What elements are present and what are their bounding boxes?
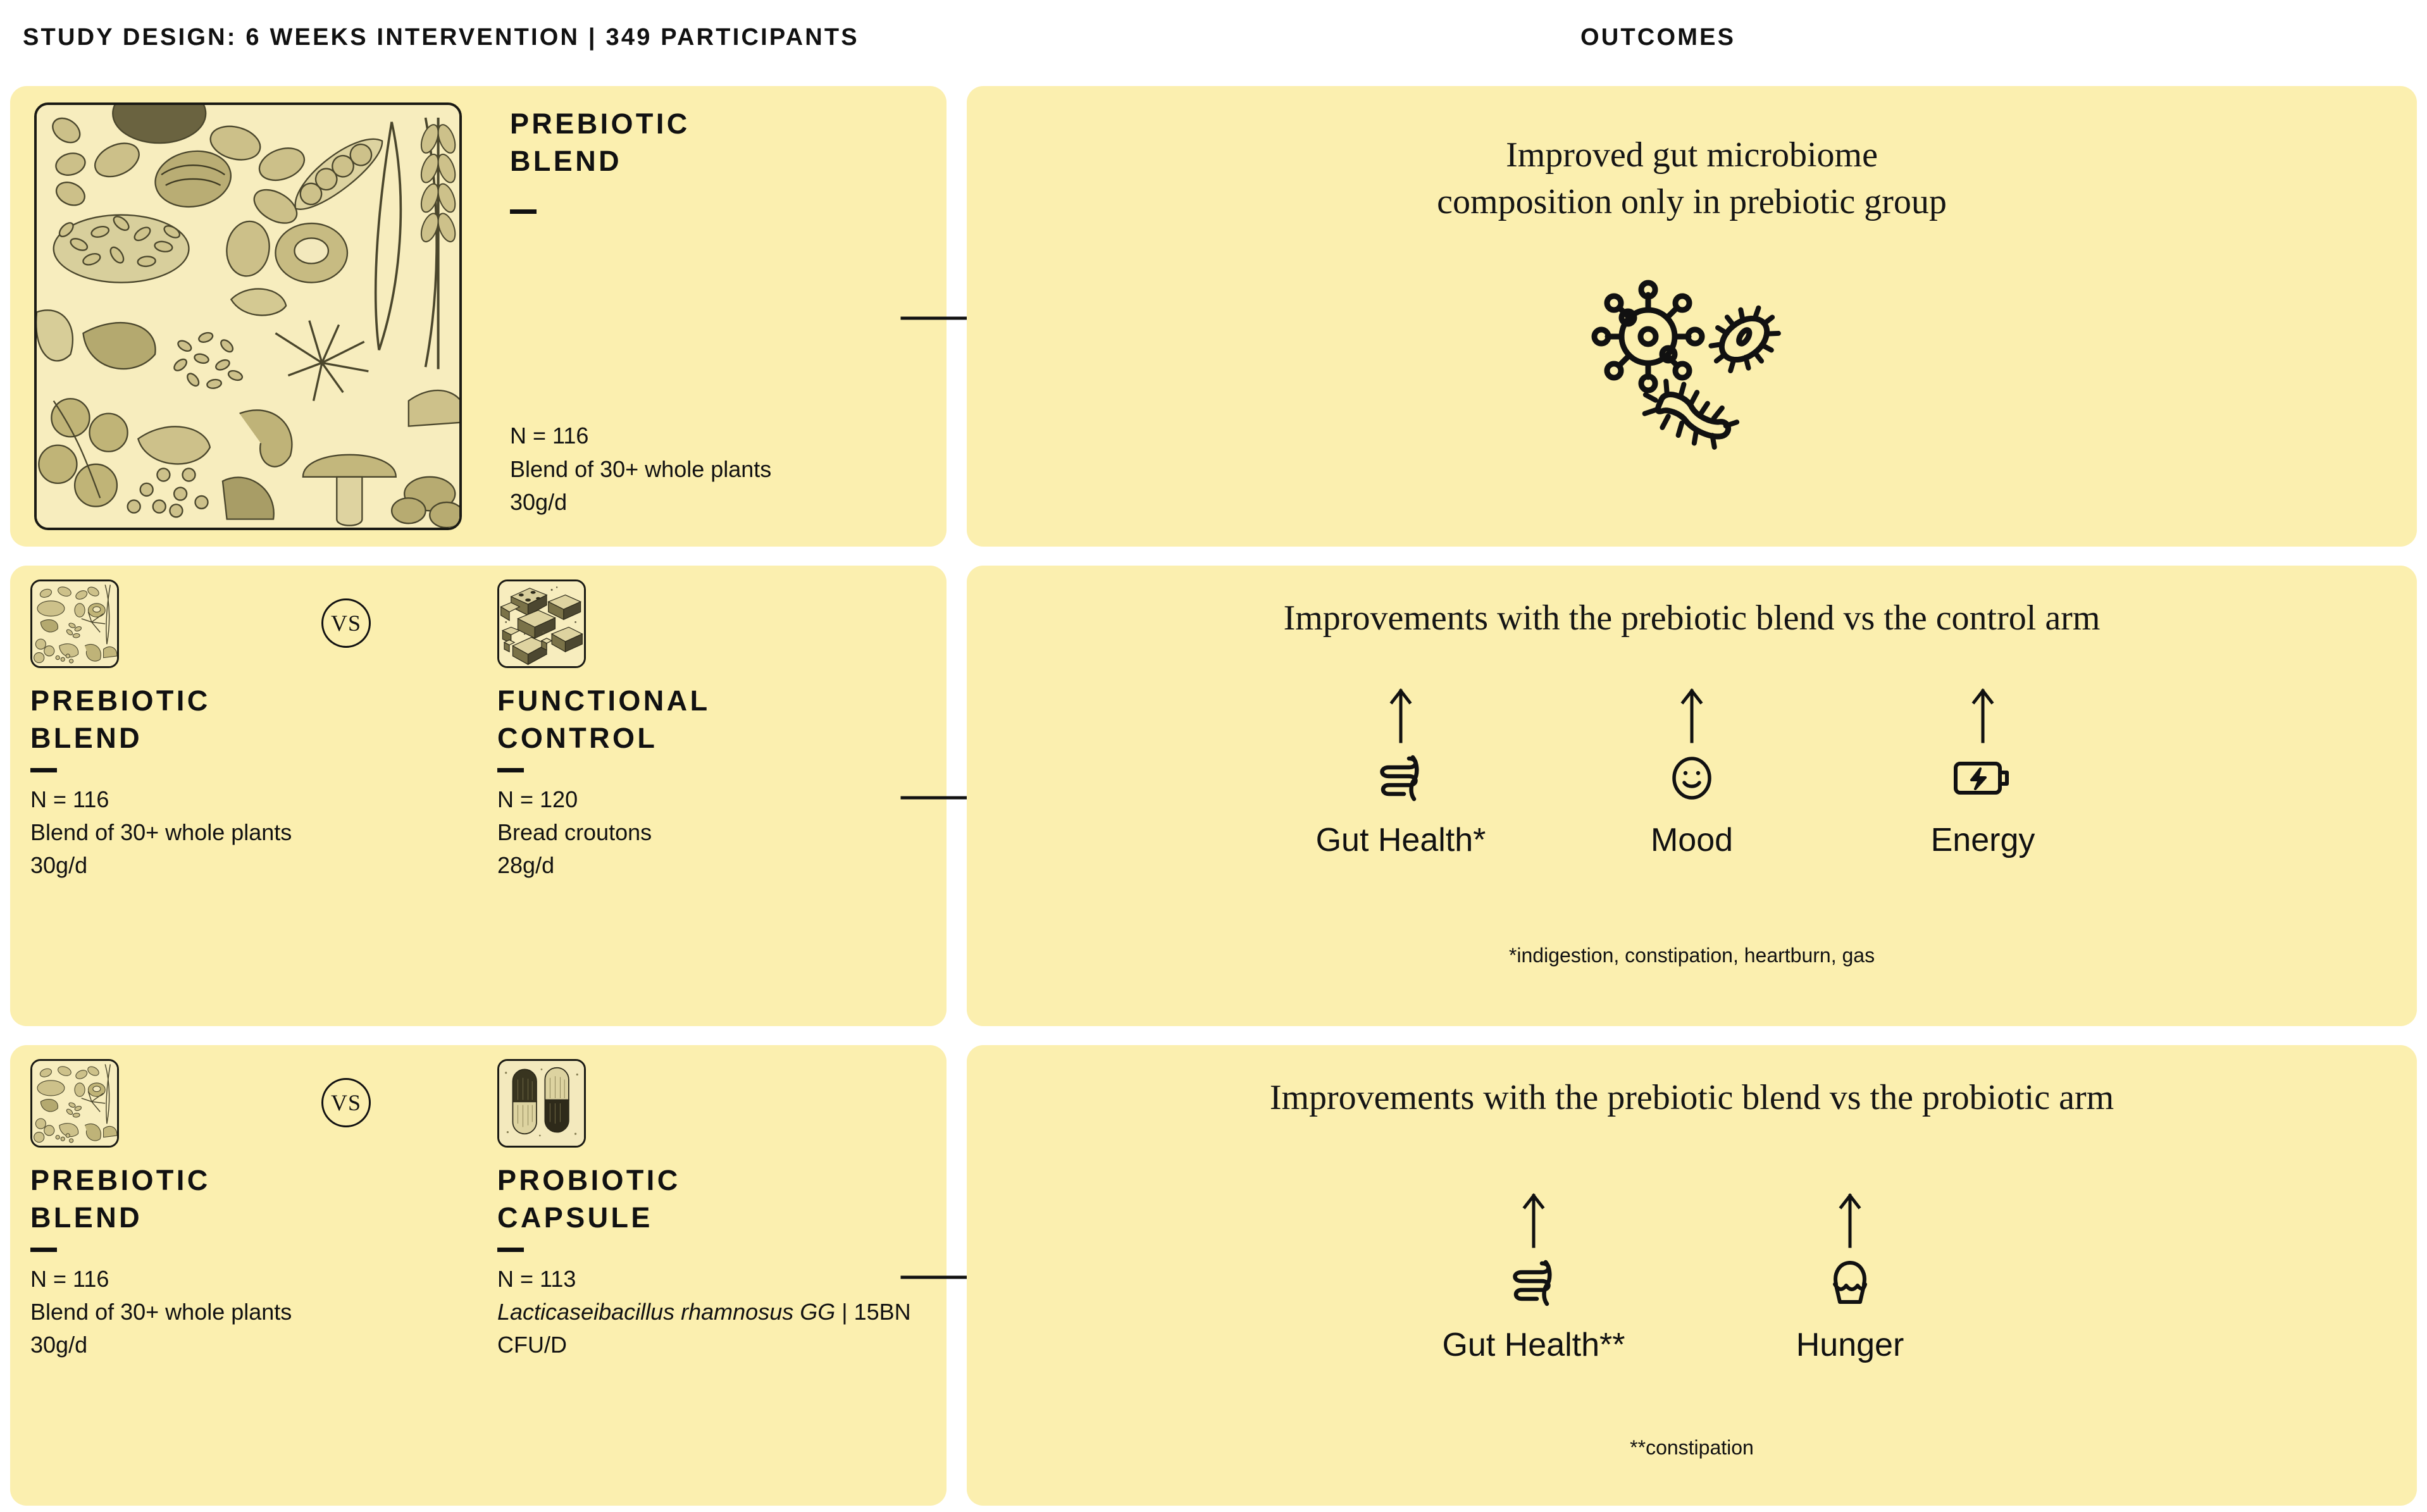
- arm-strain-italic: Lacticaseibacillus rhamnosus GG: [497, 1298, 836, 1325]
- arm-n: N = 116: [510, 423, 589, 449]
- outcome-heading-row1: Improved gut microbiome composition only…: [1437, 135, 1947, 222]
- study-arm-row2-b: FUNCTIONAL CONTROL N = 120 Bread crouton…: [497, 579, 940, 882]
- arm-meta: N = 116 Blend of 30+ whole plants 30g/d: [30, 1263, 473, 1362]
- outcome-item-mood: Mood: [1546, 686, 1837, 859]
- vs-badge-row3: VS: [321, 1078, 371, 1127]
- up-arrow-icon: [1389, 688, 1412, 743]
- study-arm-row3-b: PROBIOTIC CAPSULE N = 113 Lacticaseibaci…: [497, 1059, 940, 1361]
- vs-badge-row2: VS: [321, 598, 371, 648]
- arm-n: N = 120: [497, 786, 578, 812]
- microbe-cluster-icon: [1591, 280, 1781, 450]
- whole-plants-illustration: [32, 1061, 117, 1146]
- study-arm-card-row2: PREBIOTIC BLEND N = 116 Blend of 30+ who…: [10, 566, 947, 1026]
- study-arm-row3-a: PREBIOTIC BLEND N = 116 Blend of 30+ who…: [30, 1059, 473, 1361]
- arm-meta: N = 120 Bread croutons 28g/d: [497, 783, 940, 883]
- arm-description: Blend of 30+ whole plants: [30, 1298, 292, 1325]
- up-arrow-icon: [1680, 688, 1703, 743]
- outcome-card-row2: Improvements with the prebiotic blend vs…: [967, 566, 2417, 1026]
- arm-dose: 28g/d: [497, 852, 555, 879]
- intestine-icon: [1509, 1259, 1558, 1307]
- title-rule: [510, 209, 537, 214]
- study-arm-row2-a: PREBIOTIC BLEND N = 116 Blend of 30+ who…: [30, 579, 473, 882]
- outcome-label: Mood: [1650, 822, 1734, 858]
- up-arrow-icon: [1971, 688, 1994, 743]
- outcome-footnote-row3: **constipation: [1630, 1436, 1754, 1459]
- arm-title: PROBIOTIC CAPSULE: [497, 1164, 681, 1234]
- arm-title: PREBIOTIC BLEND: [30, 685, 211, 755]
- outcome-item-gut-health: Gut Health**: [1375, 1191, 1692, 1364]
- outcome-item-energy: Energy: [1837, 686, 2128, 859]
- study-arm-card-row3: PREBIOTIC BLEND N = 116 Blend of 30+ who…: [10, 1045, 947, 1506]
- bread-croutons-engraving-thumbnail: [497, 579, 586, 668]
- whole-plants-engraving-thumbnail: [34, 102, 462, 530]
- arm-meta: N = 113 Lacticaseibacillus rhamnosus GG …: [497, 1263, 940, 1362]
- whole-plants-engraving-thumbnail: [30, 1059, 119, 1148]
- up-arrow-icon: [1839, 1193, 1861, 1248]
- arm-description: Blend of 30+ whole plants: [510, 455, 772, 482]
- outcome-item-hunger: Hunger: [1692, 1191, 2008, 1364]
- arm-description: Bread croutons: [497, 819, 652, 845]
- outcome-heading-row2: Improvements with the prebiotic blend vs…: [1283, 598, 2101, 638]
- cupcake-icon: [1827, 1259, 1873, 1307]
- arm-title: PREBIOTIC BLEND: [510, 108, 690, 178]
- arm-dose: 30g/d: [30, 1332, 88, 1358]
- outcome-item-gut-health: Gut Health*: [1255, 686, 1546, 859]
- title-rule: [30, 767, 57, 772]
- title-rule: [497, 767, 524, 772]
- outcome-footnote-row2: *indigestion, constipation, heartburn, g…: [1508, 944, 1875, 967]
- outcome-heading-row3: Improvements with the prebiotic blend vs…: [1269, 1078, 2114, 1117]
- battery-charge-icon: [1952, 754, 2013, 802]
- arm-strain-rest: | 15BN CFU/D: [497, 1298, 911, 1358]
- outcomes-header: OUTCOMES: [1580, 24, 1736, 51]
- arm-dose: 30g/d: [510, 488, 568, 515]
- outcome-label: Gut Health**: [1442, 1327, 1625, 1363]
- study-arm-card-row1: PREBIOTIC BLEND N = 116 Blend of 30+ who…: [10, 86, 947, 547]
- arm-meta: N = 116 Blend of 30+ whole plants 30g/d: [510, 419, 771, 519]
- probiotic-capsules-illustration: [499, 1061, 584, 1146]
- arm-title: PREBIOTIC BLEND: [30, 1164, 211, 1234]
- whole-plants-illustration: [32, 581, 117, 666]
- study-arm-row1: PREBIOTIC BLEND N = 116 Blend of 30+ who…: [510, 102, 928, 530]
- smiley-face-icon: [1668, 754, 1715, 802]
- intestine-icon: [1376, 754, 1425, 802]
- outcome-card-row3: Improvements with the prebiotic blend vs…: [967, 1045, 2417, 1506]
- arm-n: N = 116: [30, 786, 109, 812]
- microbiome-icons: [967, 276, 2417, 459]
- outcome-items-row3: Gut Health**: [967, 1191, 2417, 1364]
- arm-meta: N = 116 Blend of 30+ whole plants 30g/d: [30, 783, 473, 883]
- whole-plants-engraving-thumbnail: [30, 579, 119, 668]
- outcome-label: Hunger: [1796, 1327, 1904, 1363]
- outcome-items-row2: Gut Health*: [967, 686, 2417, 859]
- outcome-label: Energy: [1930, 822, 2035, 858]
- probiotic-capsules-engraving-thumbnail: [497, 1059, 586, 1148]
- outcome-label: Gut Health*: [1315, 822, 1486, 858]
- arm-description: Blend of 30+ whole plants: [30, 819, 292, 845]
- whole-plants-illustration: [37, 105, 459, 528]
- arm-strain: Lacticaseibacillus rhamnosus GG | 15BN C…: [497, 1296, 940, 1361]
- title-rule: [30, 1247, 57, 1252]
- study-design-header: STUDY DESIGN: 6 WEEKS INTERVENTION | 349…: [23, 24, 859, 51]
- arm-dose: 30g/d: [30, 852, 88, 879]
- title-rule: [497, 1247, 524, 1252]
- arm-title: FUNCTIONAL CONTROL: [497, 685, 711, 755]
- bread-croutons-illustration: [499, 581, 584, 666]
- up-arrow-icon: [1522, 1193, 1545, 1248]
- outcome-card-row1: Improved gut microbiome composition only…: [967, 86, 2417, 547]
- arm-n: N = 116: [30, 1265, 109, 1292]
- arm-n: N = 113: [497, 1265, 576, 1292]
